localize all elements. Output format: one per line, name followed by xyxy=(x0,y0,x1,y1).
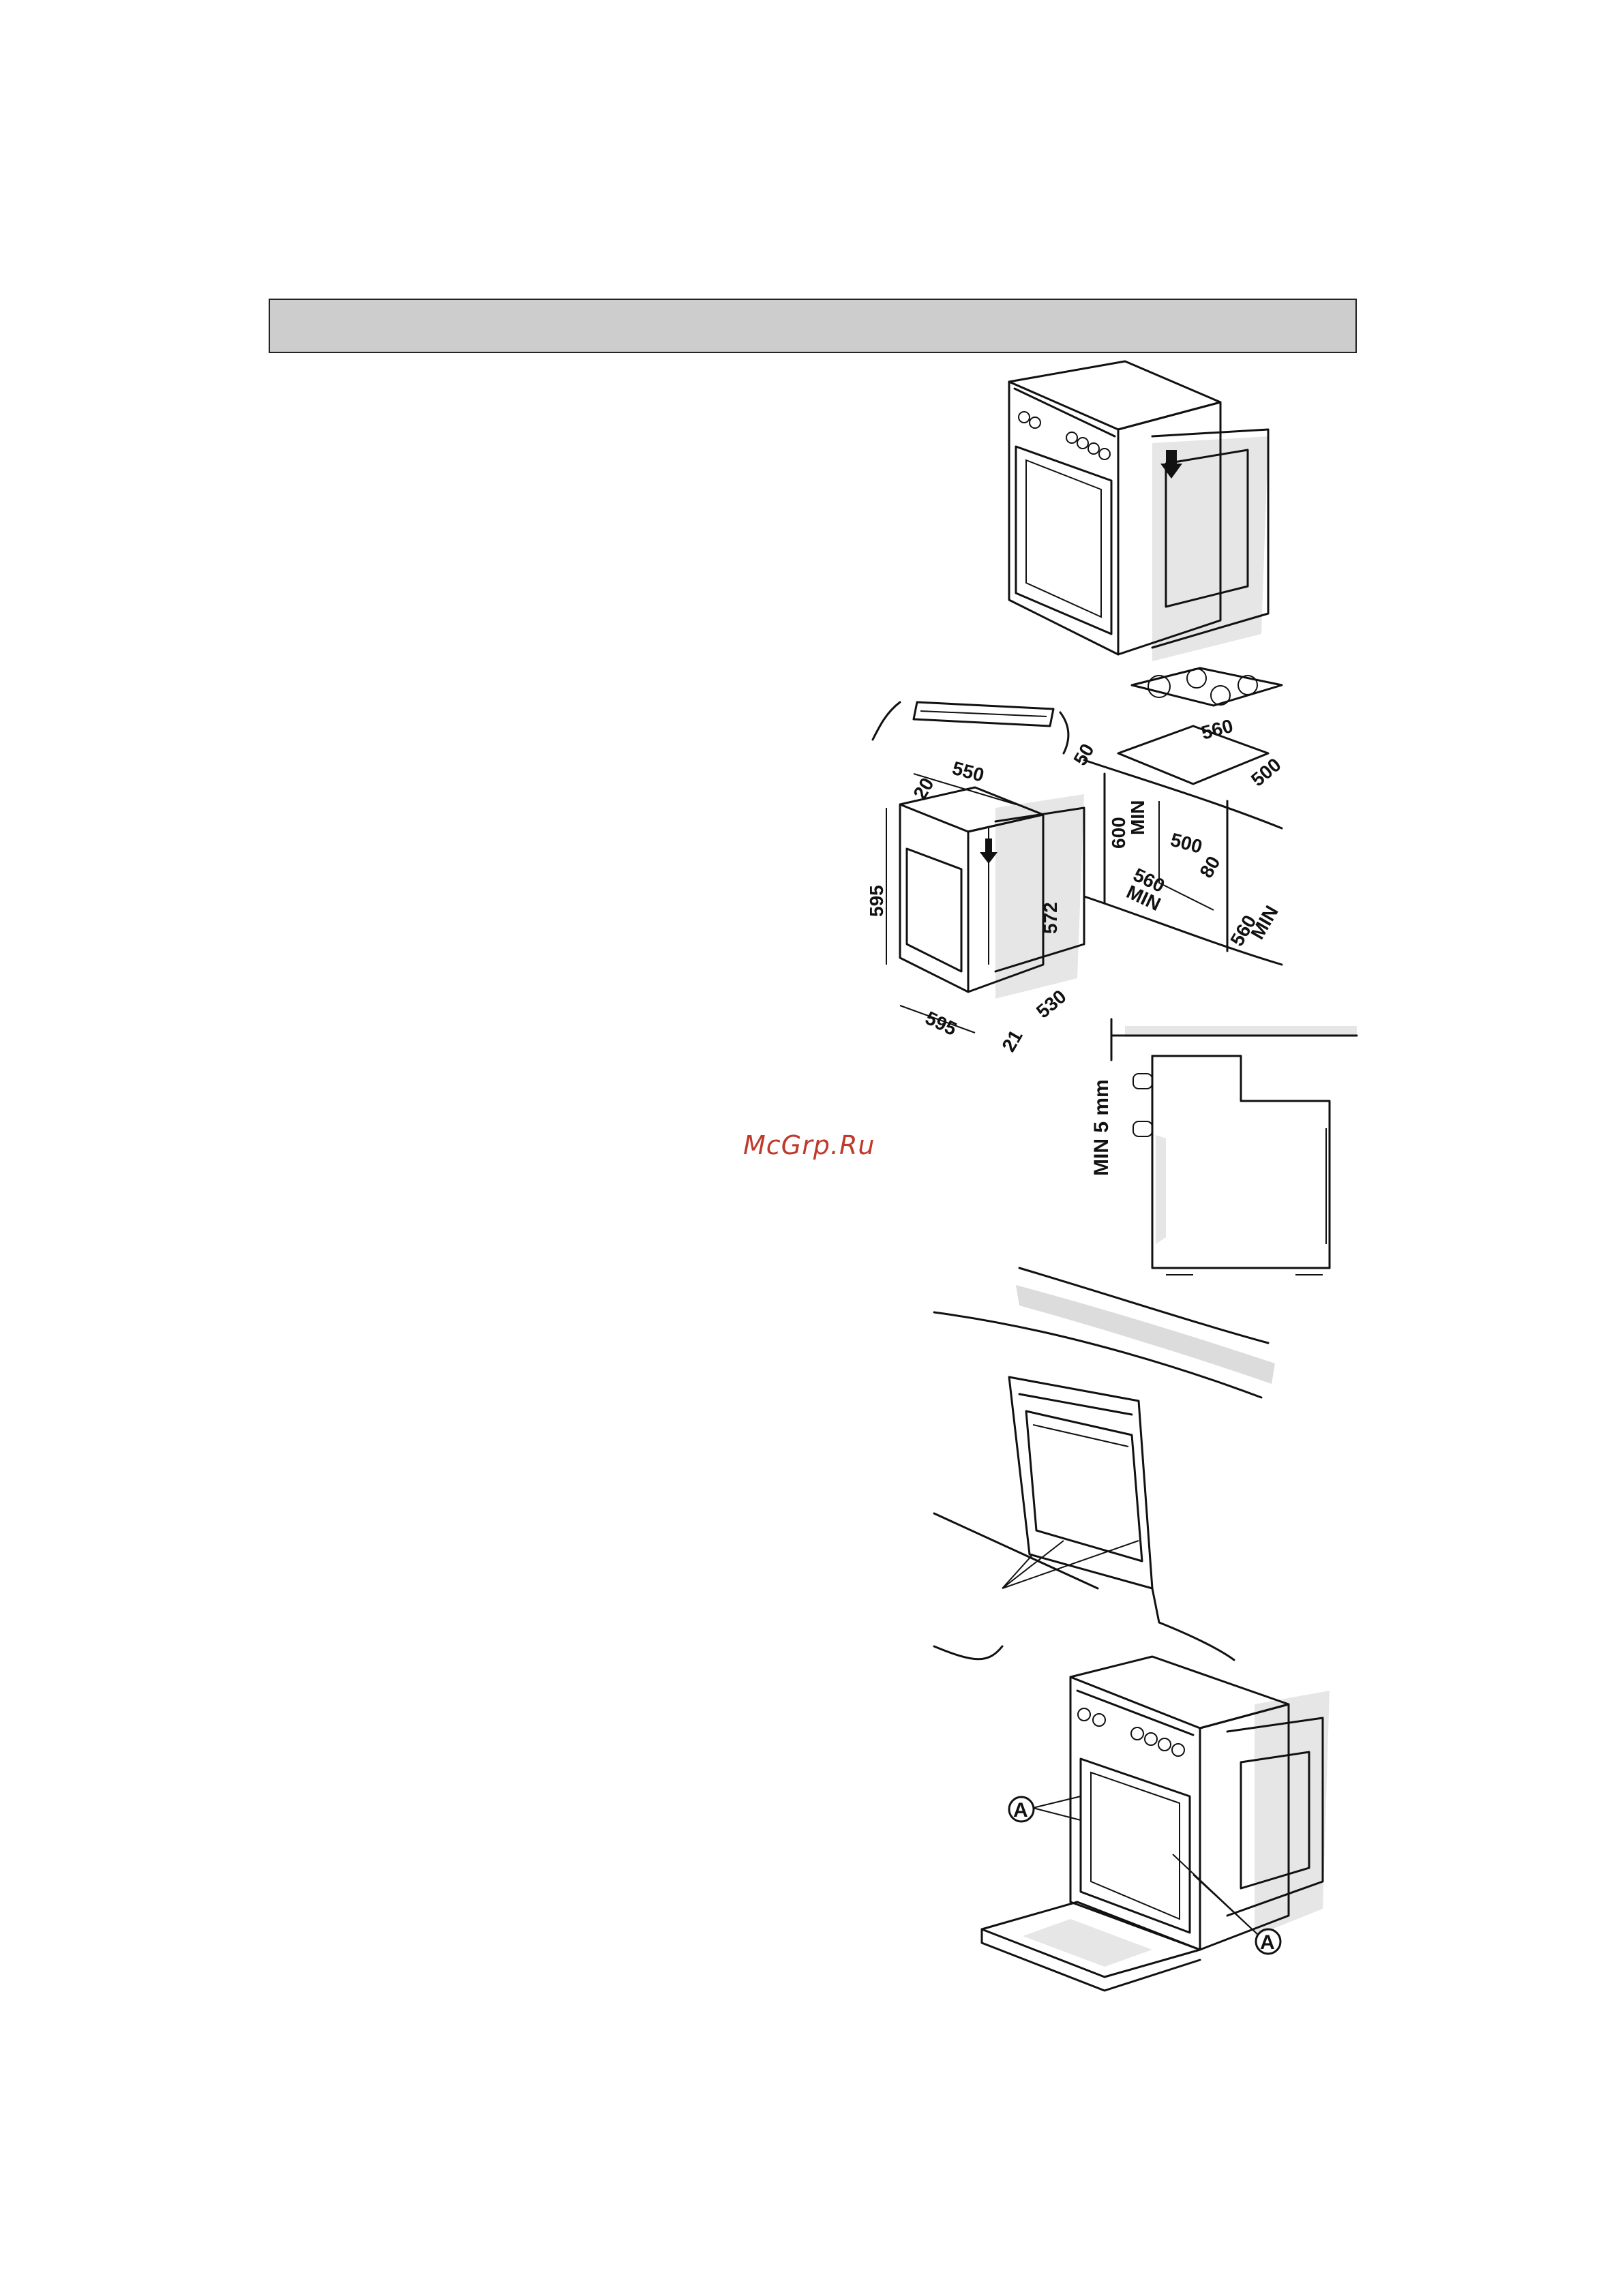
dim-572: 572 xyxy=(1040,902,1061,934)
figure-oven-door-open: A A xyxy=(968,1650,1350,2018)
dim-21: 21 xyxy=(997,1027,1026,1055)
dim-80: 80 xyxy=(1195,853,1224,881)
oven-insertion-drawing xyxy=(995,361,1282,668)
installation-dimensions-drawing: 560 500 50 600 MIN 500 80 560 MIN 560 MI… xyxy=(859,665,1295,1060)
oven-door-open-drawing: A A xyxy=(968,1650,1350,2018)
section-header-bar xyxy=(269,299,1357,353)
clearance-section-drawing: MIN 5 mm xyxy=(1070,1019,1357,1278)
dim-595-width: 595 xyxy=(922,1007,959,1040)
marker-a-right: A xyxy=(1260,1931,1275,1954)
marker-a-left: A xyxy=(1013,1799,1028,1822)
dim-500-mid: 500 xyxy=(1168,829,1204,858)
dim-550: 550 xyxy=(950,757,986,786)
dim-20: 20 xyxy=(909,774,937,803)
dim-530: 530 xyxy=(1032,986,1070,1023)
figure-installation-dimensions: 560 500 50 600 MIN 500 80 560 MIN 560 MI… xyxy=(859,665,1295,1060)
dim-595-height: 595 xyxy=(866,885,887,917)
clearance-label: MIN 5 mm xyxy=(1090,1079,1113,1176)
watermark: McGrp.Ru xyxy=(743,1130,875,1160)
oven-fitted-drawing xyxy=(934,1268,1268,1663)
dim-600: 600 xyxy=(1108,817,1129,849)
dim-600-min: MIN xyxy=(1127,800,1148,835)
figure-oven-insertion xyxy=(995,361,1282,668)
dim-560-side-min: MIN xyxy=(1246,902,1282,943)
dim-50: 50 xyxy=(1069,740,1098,769)
figure-oven-fitted xyxy=(934,1268,1268,1663)
figure-clearance-section: MIN 5 mm xyxy=(1070,1019,1357,1278)
